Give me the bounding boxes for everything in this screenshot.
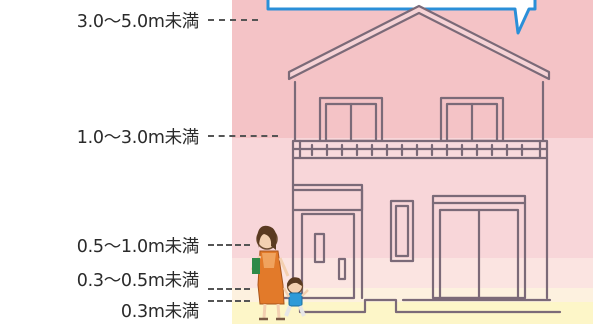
depth-label-1-3m: 1.0～3.0m未満 [76,128,200,148]
leader-line-1-3m [208,135,278,137]
depth-label-05-1m: 0.5～1.0m未満 [76,237,200,257]
leader-line-03-05m [208,288,250,290]
depth-label-3-5m: 3.0～5.0m未満 [76,12,200,32]
house-walls [291,156,549,300]
leader-line-3-5m [208,19,258,21]
upper-window-left [318,96,384,143]
leader-line-under-03m [208,300,250,302]
woman-figure [250,225,290,321]
foundation [274,296,562,314]
leader-line-05-1m [208,244,250,246]
callout-bubble [266,0,537,35]
upper-window-right [439,96,505,143]
ground-window [431,194,527,300]
depth-label-03-05m: 0.3～0.5m未満 [76,271,200,291]
balcony [291,139,549,160]
roof [287,4,551,142]
child-figure [282,277,309,317]
front-door [300,212,356,300]
depth-label-under-03m: 0.3m未満 [120,302,199,322]
small-window [389,199,415,263]
